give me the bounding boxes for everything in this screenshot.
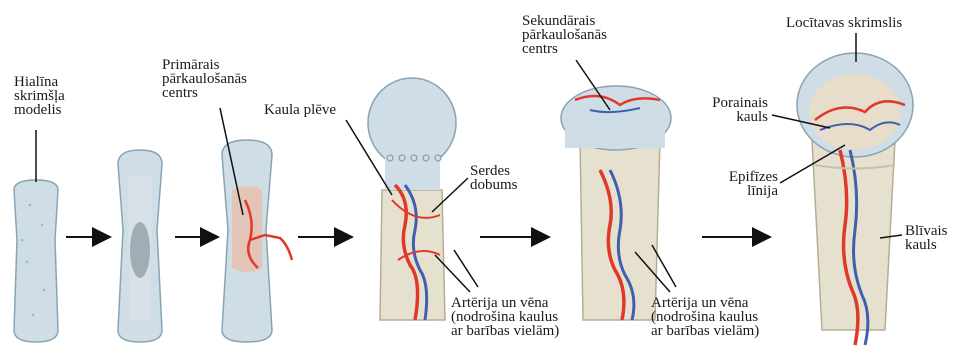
label-primary-ossification-center: Primārais pārkaulošanās centrs: [162, 58, 247, 100]
label-medullary-cavity: Serdes dobums: [470, 164, 518, 192]
stage-6-mature-bone: [797, 53, 913, 345]
label-artery-and-vein-1: Artērija un vēna (nodrošina kaulus ar ba…: [451, 296, 559, 338]
label-artery-and-vein-2: Artērija un vēna (nodrošina kaulus ar ba…: [651, 296, 759, 338]
stage-5-secondary-ossification: [561, 86, 671, 320]
label-hyaline-cartilage-model: Hialīna skrimšļa modelis: [14, 75, 65, 117]
stage-3-primary-ossification: [222, 140, 292, 342]
label-periosteum: Kaula plēve: [264, 103, 336, 117]
stage-1-cartilage-model: [14, 180, 58, 342]
label-compact-bone: Blīvais kauls: [905, 224, 948, 252]
stage-2-cartilage-calcification: [118, 150, 162, 342]
stage-4-medullary-cavity: [368, 78, 456, 320]
label-spongy-bone: Porainais kauls: [692, 96, 768, 124]
label-epiphyseal-line: Epifīzes līnija: [702, 170, 778, 198]
label-secondary-ossification-center: Sekundārais pārkaulošanās centrs: [522, 14, 607, 56]
label-articular-cartilage: Locītavas skrimslis: [786, 16, 902, 30]
